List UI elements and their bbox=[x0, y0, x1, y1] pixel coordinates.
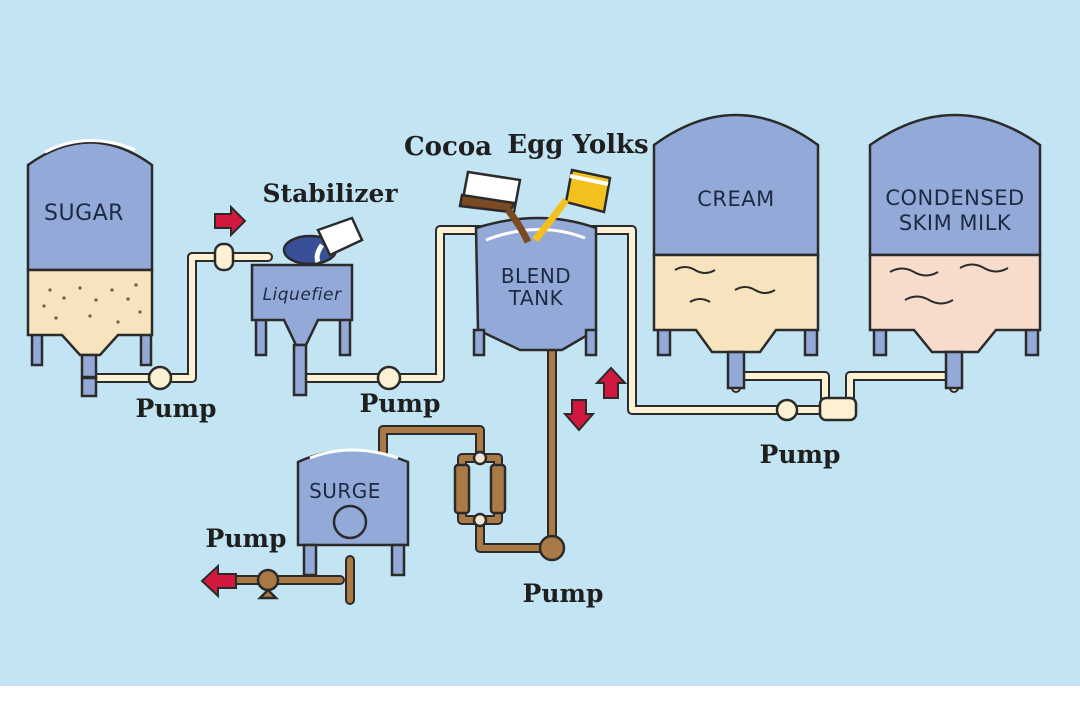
pump-label-1: Pump bbox=[136, 394, 217, 423]
flow-arrow-up bbox=[594, 366, 628, 399]
sugar-label: SUGAR bbox=[44, 201, 124, 226]
flow-arrow-right bbox=[214, 204, 247, 238]
pump-cream-line bbox=[775, 396, 858, 422]
sugar-specks bbox=[42, 283, 142, 324]
pump-label-4: Pump bbox=[206, 524, 287, 553]
egg-yolks-label: Egg Yolks bbox=[507, 130, 648, 160]
stabilizer-pitcher bbox=[314, 216, 364, 263]
cream-label: CREAM bbox=[697, 187, 775, 211]
liquefier-tank bbox=[250, 234, 354, 397]
pump-label-5: Pump bbox=[523, 579, 604, 608]
pump-label-3: Pump bbox=[760, 440, 841, 469]
blend-tank-label-line2: TANK bbox=[508, 286, 564, 310]
sugar-tank bbox=[26, 139, 154, 398]
flow-arrow-down bbox=[562, 399, 596, 432]
stabilizer-label: Stabilizer bbox=[262, 179, 398, 208]
condensed-skim-milk-tank bbox=[868, 113, 1042, 390]
pump-return bbox=[538, 534, 566, 562]
surge-label: SURGE bbox=[309, 479, 381, 503]
egg-yolks-pitcher bbox=[532, 168, 612, 243]
cream-pipes bbox=[85, 225, 959, 415]
pump-sugar bbox=[147, 365, 173, 391]
liquefier-label: Liquefier bbox=[263, 285, 342, 305]
cream-tank bbox=[652, 113, 820, 390]
cocoa-label: Cocoa bbox=[404, 132, 492, 162]
filter-unit bbox=[453, 450, 507, 528]
pump-liquefier bbox=[376, 365, 402, 391]
pump-surge-outlet bbox=[256, 568, 280, 600]
pump-label-2: Pump bbox=[360, 389, 441, 418]
flow-arrow-left bbox=[200, 563, 237, 599]
condensed-skim-milk-label-line2: SKIM MILK bbox=[899, 211, 1012, 235]
bottom-margin bbox=[0, 686, 1080, 720]
condensed-skim-milk-label-line1: CONDENSED bbox=[885, 186, 1024, 210]
surge-tank bbox=[296, 448, 410, 577]
blend-tank bbox=[472, 216, 598, 357]
valve-sugar-line bbox=[213, 242, 235, 272]
blend-tank-label-line1: BLEND bbox=[501, 264, 571, 288]
cocoa-pitcher bbox=[458, 170, 532, 244]
